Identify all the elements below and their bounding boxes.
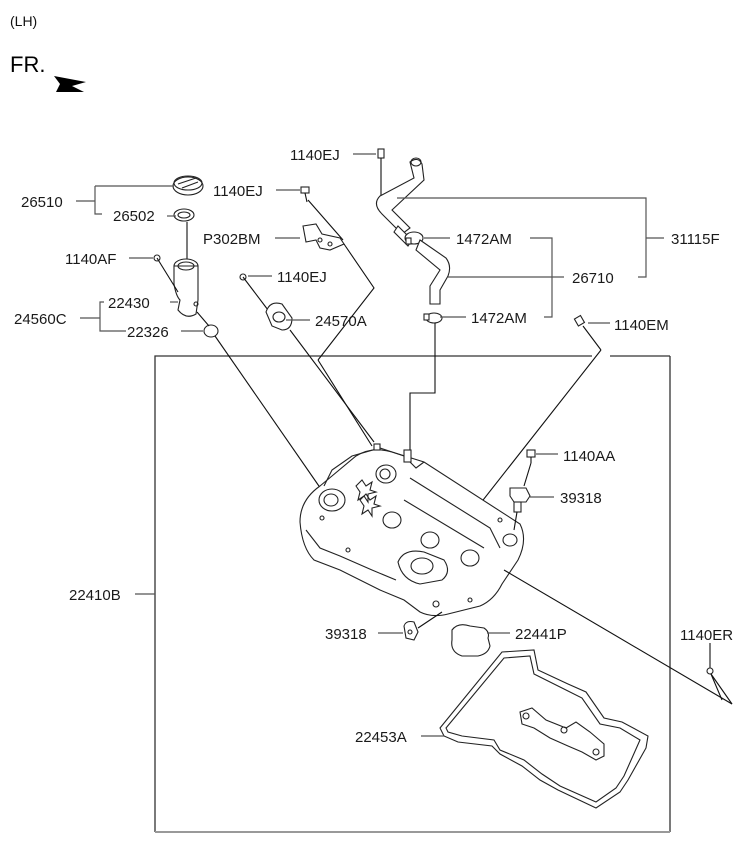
bracket-P302BM: [302, 223, 345, 251]
bolt-1140EM: [573, 314, 602, 351]
callout-1140EJ-top[interactable]: 1140EJ: [290, 147, 340, 164]
callout-39318-right[interactable]: 39318: [560, 490, 602, 507]
callout-1140ER[interactable]: 1140ER: [680, 627, 733, 644]
cover-gasket-22453A: [439, 649, 649, 809]
callout-22326[interactable]: 22326: [127, 324, 169, 341]
bolt-1140ER: [706, 643, 733, 705]
callout-1140AF[interactable]: 1140AF: [65, 251, 116, 268]
leader-lines: [76, 153, 664, 737]
callout-1140AA[interactable]: 1140AA: [563, 448, 615, 465]
callout-22453A[interactable]: 22453A: [355, 729, 407, 746]
front-arrow-icon: [54, 76, 86, 92]
front-marker-label: FR.: [10, 52, 45, 77]
bolt-1140AF: [153, 254, 179, 293]
callout-22430[interactable]: 22430: [108, 295, 150, 312]
callout-1140EM[interactable]: 1140EM: [614, 317, 669, 334]
callout-22410B[interactable]: 22410B: [69, 587, 121, 604]
cam-sensor-39318-left: [403, 611, 443, 641]
oil-filler-cap: [172, 175, 204, 196]
hose-clamp-upper: [404, 231, 424, 245]
bolt-1140EJ-low: [239, 273, 269, 311]
gasket-24570A: [265, 302, 293, 331]
callout-39318-left[interactable]: 39318: [325, 626, 367, 643]
filler-cap-seal: [173, 208, 195, 222]
hose-clamp-lower: [423, 312, 443, 324]
callout-26510[interactable]: 26510: [21, 194, 63, 211]
bolt-1140EJ-mid: [300, 186, 344, 241]
callout-1472AM-upper[interactable]: 1472AM: [456, 231, 512, 248]
cover-frame: [154, 355, 671, 833]
side-label: (LH): [10, 13, 37, 29]
breather-pipe-31115F: [375, 157, 425, 247]
callout-31115F[interactable]: 31115F: [671, 231, 720, 248]
plug-gasket-22441P: [451, 624, 491, 657]
hose-26710: [415, 239, 451, 305]
cylinder-head-cover-22410B: [299, 443, 525, 617]
cam-sensor-39318-right: [509, 487, 531, 531]
oil-filler-neck: [173, 258, 199, 317]
callout-26502[interactable]: 26502: [113, 208, 155, 225]
bolt-1140AA: [523, 449, 536, 487]
callout-1140EJ-low[interactable]: 1140EJ: [277, 269, 327, 286]
callout-1472AM-lower[interactable]: 1472AM: [471, 310, 527, 327]
callout-22441P[interactable]: 22441P: [515, 626, 567, 643]
callout-24560C[interactable]: 24560C: [14, 311, 67, 328]
callout-1140EJ-mid[interactable]: 1140EJ: [213, 183, 263, 200]
callout-P302BM[interactable]: P302BM: [203, 231, 261, 248]
callout-24570A[interactable]: 24570A: [315, 313, 367, 330]
o-ring-22326: [203, 324, 219, 338]
callout-26710[interactable]: 26710: [572, 270, 614, 287]
